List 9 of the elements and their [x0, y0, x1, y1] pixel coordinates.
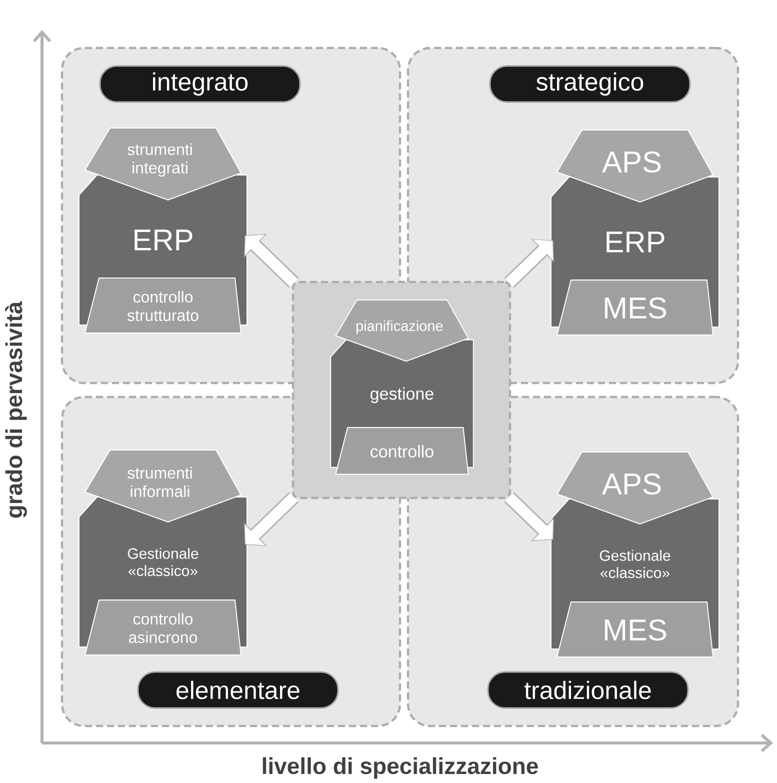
title-pill: elementare: [137, 671, 339, 709]
title-pill: integrato: [99, 65, 301, 103]
axis-label: grado di pervasività: [5, 301, 27, 518]
trapezoid-label: controllo: [335, 427, 469, 475]
block-arrow: [244, 492, 299, 546]
title-pill: strategico: [489, 65, 691, 103]
block-arrow: [504, 238, 554, 288]
axis-label: livello di specializzazione: [262, 757, 538, 779]
title-pill: tradizionale: [487, 671, 689, 709]
